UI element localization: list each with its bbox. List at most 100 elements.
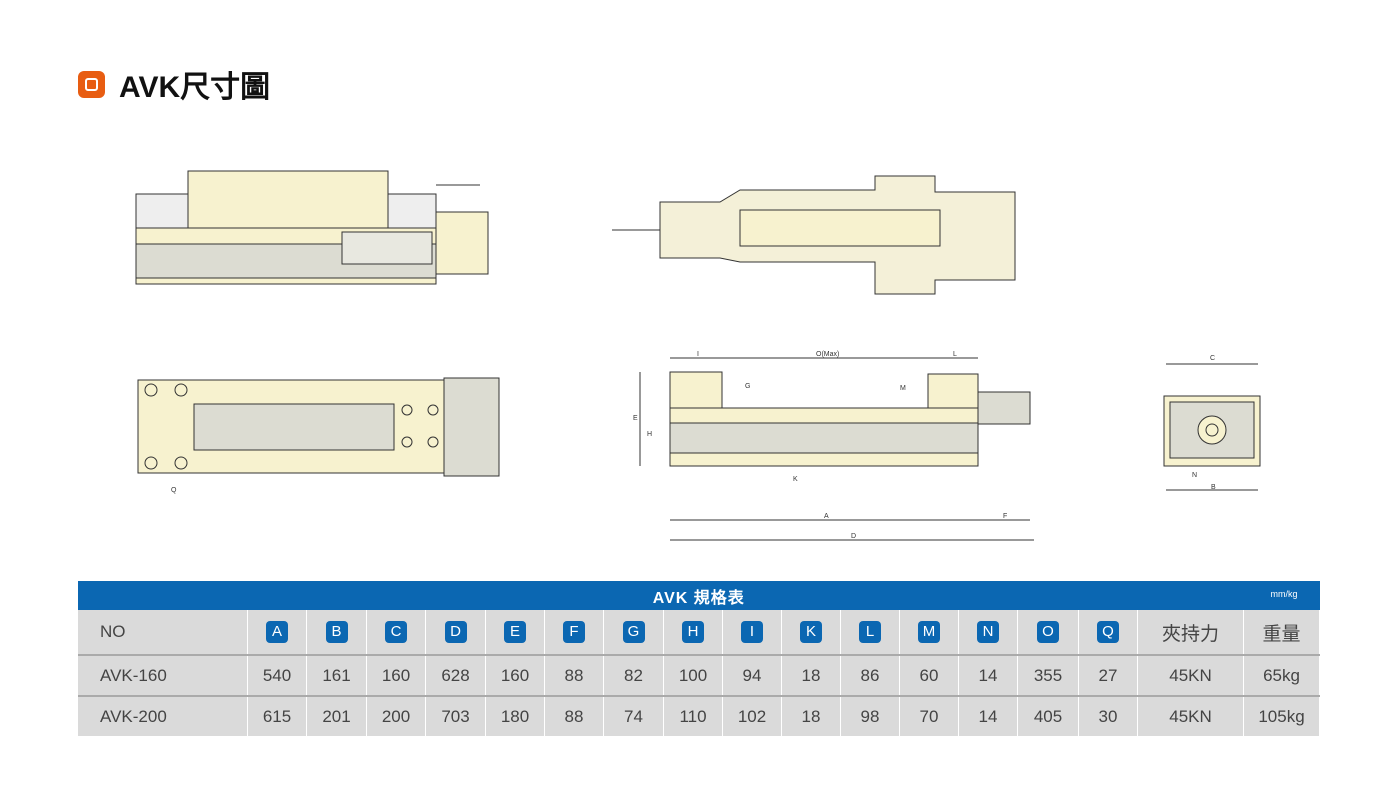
- value-cell: 14: [958, 695, 1018, 736]
- unit-label: mm/kg: [1270, 589, 1298, 599]
- value-cell: 18: [781, 654, 841, 696]
- dim-label-i: I: [697, 351, 699, 358]
- weight-cell: 65kg: [1243, 654, 1320, 696]
- column-badge: D: [444, 621, 467, 643]
- model-cell: AVK-160: [78, 654, 248, 696]
- value-cell: 201: [306, 695, 367, 736]
- top-view-drawing: Q: [137, 377, 500, 494]
- force-cell: 45KN: [1137, 654, 1244, 696]
- value-cell: 88: [544, 654, 604, 696]
- column-header-o: O: [1017, 610, 1079, 655]
- column-header-n: N: [958, 610, 1018, 655]
- weight-cell: 105kg: [1243, 695, 1320, 736]
- column-badge: K: [800, 621, 822, 643]
- dim-label-a: A: [824, 513, 829, 520]
- value-cell: 102: [722, 695, 782, 736]
- value-cell: 88: [544, 695, 604, 736]
- dim-label-o: O(Max): [816, 351, 839, 358]
- page-header: AVK尺寸圖: [78, 62, 270, 106]
- dim-label-g: G: [745, 383, 750, 390]
- value-cell: 540: [247, 654, 307, 696]
- value-cell: 200: [366, 695, 426, 736]
- value-cell: 110: [663, 695, 723, 736]
- value-cell: 74: [603, 695, 664, 736]
- value-cell: 615: [247, 695, 307, 736]
- column-badge: Q: [1097, 621, 1119, 643]
- column-header-b: B: [306, 610, 367, 655]
- column-header-c: C: [366, 610, 426, 655]
- column-badge: E: [504, 621, 526, 643]
- column-badge: M: [918, 621, 940, 643]
- dim-label-h: H: [647, 431, 652, 438]
- dim-label-b: B: [1211, 484, 1216, 491]
- value-cell: 70: [899, 695, 959, 736]
- value-cell: 160: [485, 654, 545, 696]
- column-header-e: E: [485, 610, 545, 655]
- no-header: NO: [78, 610, 248, 655]
- column-header-i: I: [722, 610, 782, 655]
- value-cell: 355: [1017, 654, 1079, 696]
- dim-label-e: E: [633, 415, 638, 422]
- column-badge: I: [741, 621, 763, 643]
- dim-label-m: M: [900, 385, 906, 392]
- column-badge: F: [563, 621, 585, 643]
- model-cell: AVK-200: [78, 695, 248, 736]
- front-view-drawing: [639, 357, 1034, 541]
- column-header-h: H: [663, 610, 723, 655]
- column-badge: N: [977, 621, 999, 643]
- column-header-f: F: [544, 610, 604, 655]
- column-header-m: M: [899, 610, 959, 655]
- logo-icon: [78, 70, 105, 98]
- dim-label-l: L: [953, 351, 957, 358]
- value-cell: 18: [781, 695, 841, 736]
- dim-label-c: C: [1210, 355, 1215, 362]
- column-header-a: A: [247, 610, 307, 655]
- value-cell: 180: [485, 695, 545, 736]
- page-title: AVK尺寸圖: [119, 71, 271, 104]
- column-header-k: K: [781, 610, 841, 655]
- column-badge: L: [859, 621, 881, 643]
- column-badge: A: [266, 621, 288, 643]
- technical-drawings: Q I O(Max) L G M E H K A F D C N: [135, 170, 1261, 541]
- column-header-q: Q: [1078, 610, 1138, 655]
- column-badge: C: [385, 621, 407, 643]
- column-badge: G: [622, 621, 645, 643]
- dim-label-n: N: [1192, 472, 1197, 479]
- column-header-l: L: [840, 610, 900, 655]
- column-header-d: D: [425, 610, 486, 655]
- value-cell: 98: [840, 695, 900, 736]
- value-cell: 14: [958, 654, 1018, 696]
- value-cell: 100: [663, 654, 723, 696]
- spec-table-caption-bar: AVK 規格表 mm/kg: [78, 581, 1320, 610]
- weight-header: 重量: [1243, 610, 1320, 655]
- value-cell: 30: [1078, 695, 1138, 736]
- value-cell: 405: [1017, 695, 1079, 736]
- value-cell: 60: [899, 654, 959, 696]
- column-header-g: G: [603, 610, 664, 655]
- dim-label-q: Q: [171, 487, 177, 494]
- clamping-force-header: 夾持力: [1137, 610, 1244, 655]
- dim-label-k: K: [793, 476, 798, 483]
- dim-label-d: D: [851, 533, 856, 540]
- spec-table-caption: AVK 規格表: [652, 589, 745, 607]
- end-view-drawing: [1163, 363, 1261, 491]
- force-cell: 45KN: [1137, 695, 1244, 736]
- side-view-drawing: [135, 170, 489, 285]
- value-cell: 86: [840, 654, 900, 696]
- section-view-drawing: [612, 175, 1016, 295]
- column-badge: O: [1037, 621, 1059, 643]
- value-cell: 703: [425, 695, 486, 736]
- value-cell: 94: [722, 654, 782, 696]
- dimension-labels: I O(Max) L G M E H K A F D C N B: [633, 351, 1216, 540]
- value-cell: 82: [603, 654, 664, 696]
- value-cell: 160: [366, 654, 426, 696]
- value-cell: 628: [425, 654, 486, 696]
- value-cell: 27: [1078, 654, 1138, 696]
- column-badge: B: [325, 621, 348, 643]
- dim-label-f: F: [1003, 513, 1007, 520]
